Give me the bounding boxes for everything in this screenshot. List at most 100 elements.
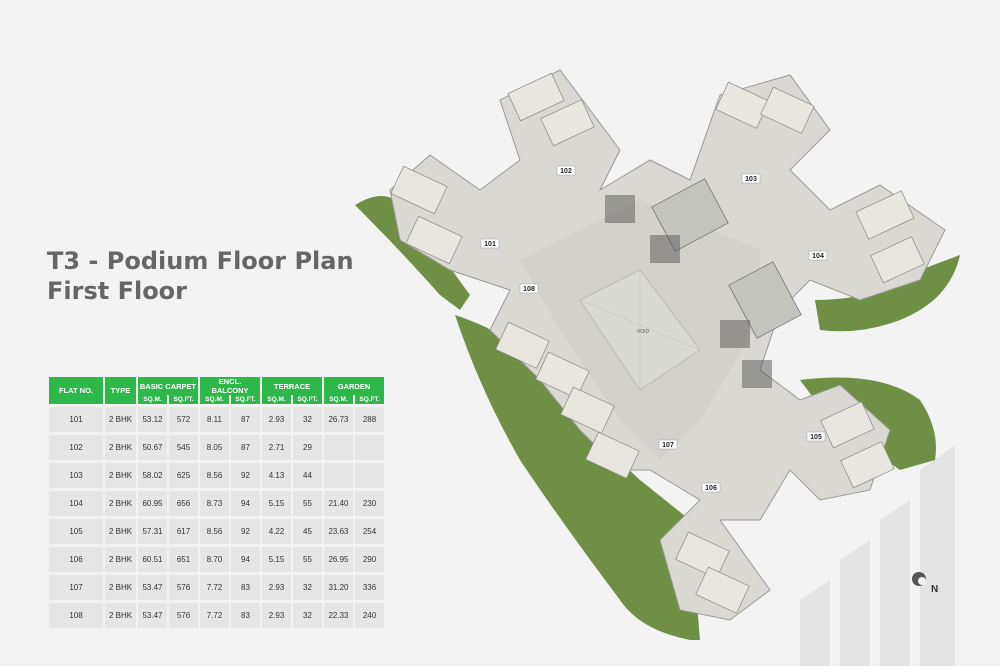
table-cell-ter-sqm: 2.93 — [262, 600, 291, 628]
header-encl-balcony: ENCL. BALCONY — [200, 377, 260, 395]
table-cell-gar-sqft — [355, 432, 384, 460]
header-garden: GARDEN — [324, 377, 384, 395]
flat-label-box — [741, 173, 761, 184]
table-cell-ter-sqm: 2.93 — [262, 572, 291, 600]
table-cell-balc-sqft: 83 — [231, 600, 260, 628]
table-cell-ter-sqm: 4.13 — [262, 460, 291, 488]
table-cell-carpet-sqft: 572 — [169, 404, 198, 432]
table-cell-gar-sqm: 22.33 — [324, 600, 353, 628]
table-cell-ter-sqft: 45 — [293, 516, 322, 544]
watermark-logo — [800, 445, 955, 666]
flat-label: 102 — [560, 168, 572, 175]
table-cell-ter-sqft: 55 — [293, 488, 322, 516]
table-cell-ter-sqft: 32 — [293, 404, 322, 432]
table-cell-gar-sqft: 240 — [355, 600, 384, 628]
table-cell-ter-sqft: 32 — [293, 600, 322, 628]
table-cell-flat: 107 — [49, 572, 103, 600]
table-cell-balc-sqm: 7.72 — [200, 600, 229, 628]
table-cell-carpet-sqm: 58.02 — [138, 460, 167, 488]
table-cell-gar-sqm: 26.73 — [324, 404, 353, 432]
table-cell-ter-sqm: 2.71 — [262, 432, 291, 460]
table-cell-gar-sqft: 336 — [355, 572, 384, 600]
table-cell-type: 2 BHK — [105, 404, 136, 432]
page-title: T3 - Podium Floor Plan First Floor — [47, 246, 354, 306]
table-cell-balc-sqm: 8.56 — [200, 516, 229, 544]
table-cell-carpet-sqm: 57.31 — [138, 516, 167, 544]
table-cell-gar-sqm: 21.40 — [324, 488, 353, 516]
table-cell-gar-sqft: 290 — [355, 544, 384, 572]
flat-label: 108 — [523, 286, 535, 293]
table-cell-ter-sqft: 29 — [293, 432, 322, 460]
table-cell-type: 2 BHK — [105, 544, 136, 572]
table-cell-ter-sqm: 2.93 — [262, 404, 291, 432]
title-line-2: First Floor — [47, 277, 188, 305]
table-cell-balc-sqft: 94 — [231, 544, 260, 572]
north-arrow-icon — [912, 572, 926, 586]
table-cell-carpet-sqm: 60.95 — [138, 488, 167, 516]
table-cell-balc-sqm: 8.70 — [200, 544, 229, 572]
flat-label-box — [480, 238, 500, 249]
table-cell-balc-sqft: 92 — [231, 460, 260, 488]
subheader-sqft: SQ.FT. — [355, 395, 384, 404]
flat-label-box — [806, 431, 826, 442]
table-cell-type: 2 BHK — [105, 516, 136, 544]
table-cell-ter-sqft: 44 — [293, 460, 322, 488]
flat-label-box — [556, 165, 576, 176]
table-cell-ter-sqm: 5.15 — [262, 544, 291, 572]
area-table: FLAT NO. TYPE BASIC CARPET ENCL. BALCONY… — [47, 377, 386, 628]
table-cell-gar-sqm: 23.63 — [324, 516, 353, 544]
subheader-sqft: SQ.FT. — [231, 395, 260, 404]
table-cell-balc-sqm: 8.05 — [200, 432, 229, 460]
table-cell-gar-sqft: 254 — [355, 516, 384, 544]
table-cell-carpet-sqm: 50.67 — [138, 432, 167, 460]
table-cell-gar-sqm — [324, 432, 353, 460]
flat-label: 101 — [484, 241, 496, 248]
table-cell-balc-sqft: 94 — [231, 488, 260, 516]
table-cell-carpet-sqft: 617 — [169, 516, 198, 544]
table-cell-carpet-sqft: 656 — [169, 488, 198, 516]
table-cell-balc-sqft: 92 — [231, 516, 260, 544]
header-flat-no: FLAT NO. — [49, 377, 103, 404]
table-cell-balc-sqft: 87 — [231, 404, 260, 432]
table-cell-balc-sqm: 7.72 — [200, 572, 229, 600]
table-cell-flat: 104 — [49, 488, 103, 516]
table-cell-type: 2 BHK — [105, 600, 136, 628]
subheader-sqm: SQ.M. — [262, 395, 291, 404]
subheader-sqm: SQ.M. — [138, 395, 167, 404]
table-cell-type: 2 BHK — [105, 460, 136, 488]
table-cell-flat: 101 — [49, 404, 103, 432]
table-cell-flat: 108 — [49, 600, 103, 628]
table-cell-carpet-sqm: 53.12 — [138, 404, 167, 432]
void-label: VOID — [637, 329, 650, 335]
table-cell-balc-sqm: 8.11 — [200, 404, 229, 432]
header-type: TYPE — [105, 377, 136, 404]
subheader-sqm: SQ.M. — [324, 395, 353, 404]
table-cell-balc-sqft: 83 — [231, 572, 260, 600]
table-cell-ter-sqft: 55 — [293, 544, 322, 572]
table-cell-carpet-sqft: 651 — [169, 544, 198, 572]
subheader-sqft: SQ.FT. — [293, 395, 322, 404]
building-footprint — [389, 69, 946, 621]
subheader-sqft: SQ.FT. — [169, 395, 198, 404]
table-cell-balc-sqft: 87 — [231, 432, 260, 460]
flat-label-box — [808, 250, 828, 261]
header-terrace: TERRACE — [262, 377, 322, 395]
table-cell-flat: 103 — [49, 460, 103, 488]
table-cell-type: 2 BHK — [105, 432, 136, 460]
title-line-1: T3 - Podium Floor Plan — [47, 247, 354, 275]
flat-label-box — [658, 439, 678, 450]
table-cell-ter-sqm: 4.22 — [262, 516, 291, 544]
table-cell-carpet-sqm: 53.47 — [138, 600, 167, 628]
table-cell-ter-sqm: 5.15 — [262, 488, 291, 516]
table-cell-carpet-sqm: 60.51 — [138, 544, 167, 572]
table-cell-gar-sqft: 288 — [355, 404, 384, 432]
